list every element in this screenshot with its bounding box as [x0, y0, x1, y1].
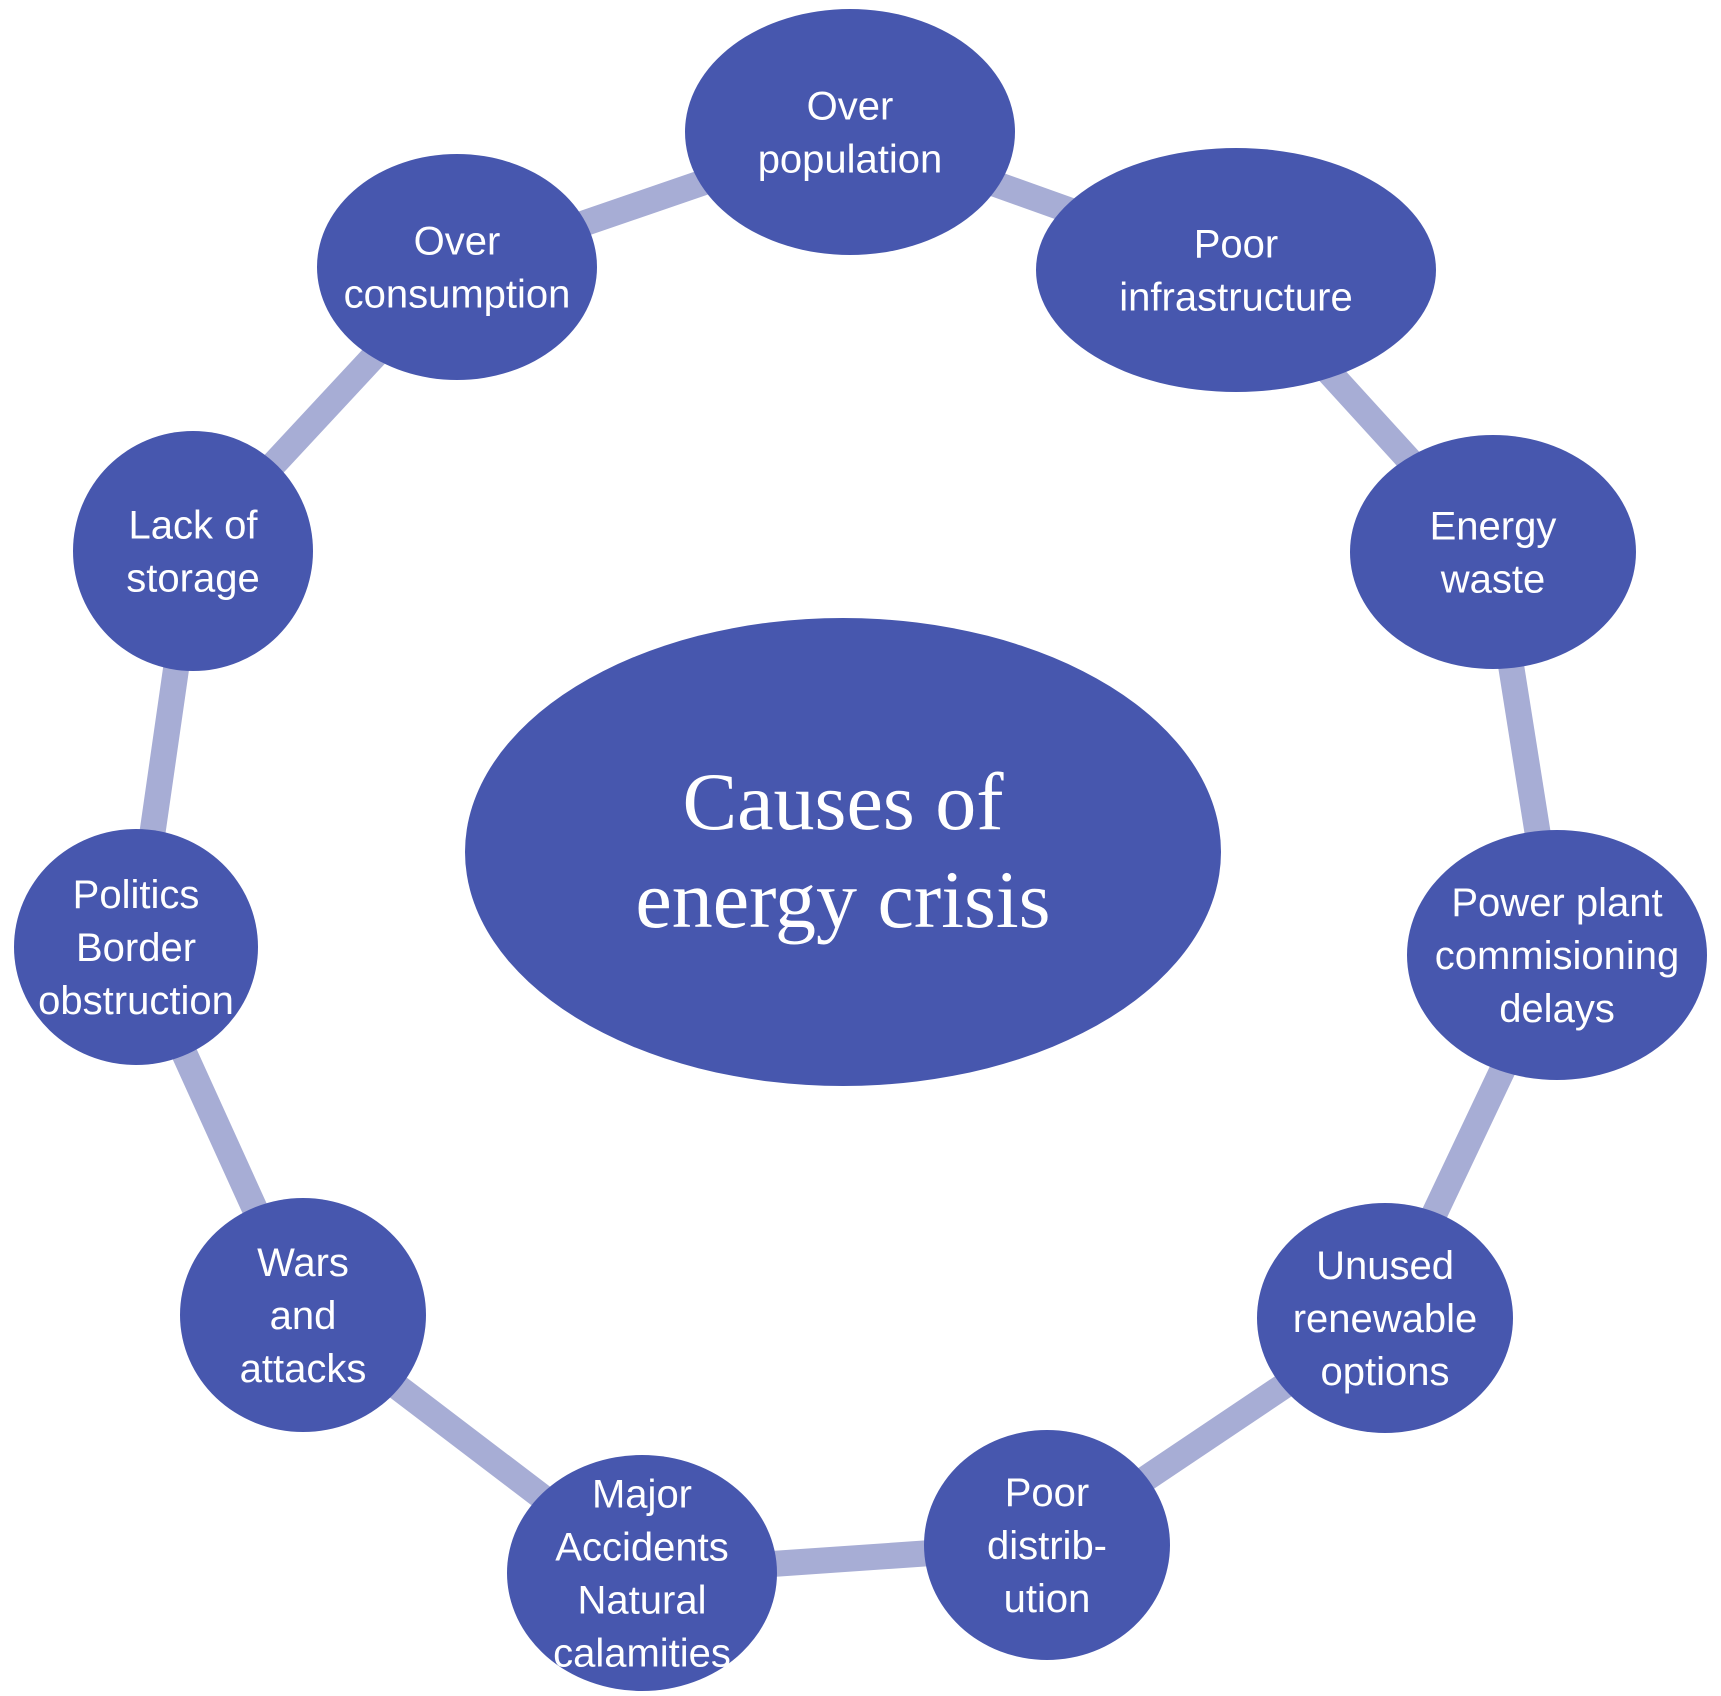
node-shape	[1036, 148, 1436, 392]
node-label-line: distrib-	[987, 1524, 1107, 1568]
node-label-line: delays	[1499, 987, 1615, 1031]
node-label-line: consumption	[344, 273, 571, 317]
node-label-line: storage	[126, 557, 259, 601]
node-poor-distribution: Poor distrib-ution	[924, 1430, 1170, 1660]
node-lack-of-storage: Lack of storage	[73, 431, 313, 671]
node-label-line: Major	[592, 1473, 692, 1517]
center-title-line: energy crisis	[635, 854, 1050, 945]
node-label-line: and	[270, 1294, 337, 1338]
node-over-population: Over population	[685, 9, 1015, 255]
node-shape	[73, 431, 313, 671]
node-label-line: attacks	[240, 1347, 367, 1391]
node-label-line: Politics	[73, 873, 200, 917]
node-label-line: ution	[1004, 1577, 1091, 1621]
node-label-line: Poor	[1194, 223, 1279, 267]
center-shape	[465, 618, 1221, 1086]
node-shape	[924, 1430, 1170, 1660]
node-label-line: Lack of	[129, 504, 259, 548]
node-power-plant-commissioning-delays: Power plant commisioning delays	[1407, 830, 1707, 1080]
node-shape	[507, 1455, 777, 1691]
node-wars-and-attacks: Wars and attacks	[180, 1198, 426, 1432]
node-label-line: Accidents	[555, 1526, 728, 1570]
node-unused-renewable-options: Unused renewable options	[1257, 1203, 1513, 1433]
node-label-line: Energy	[1430, 505, 1557, 549]
node-label-line: Power plant	[1451, 881, 1662, 925]
center-title-line: Causes of	[682, 756, 1004, 847]
node-label-line: Natural	[578, 1579, 707, 1623]
node-shape	[1407, 830, 1707, 1080]
node-poor-infrastructure: Poor infrastructure	[1036, 148, 1436, 392]
node-shape	[1257, 1203, 1513, 1433]
node-label-line: calamities	[553, 1632, 731, 1676]
node-label-line: obstruction	[38, 979, 234, 1023]
node-shape	[317, 154, 597, 380]
node-shape	[180, 1198, 426, 1432]
node-shape	[1350, 435, 1636, 669]
node-label-line: Unused	[1316, 1244, 1454, 1288]
node-label-line: renewable	[1293, 1297, 1478, 1341]
node-over-consumption: Over consumption	[317, 154, 597, 380]
node-label-line: Wars	[257, 1241, 349, 1285]
node-shape	[14, 829, 258, 1065]
node-label-line: Over	[807, 85, 894, 129]
node-label-line: Border	[76, 926, 196, 970]
node-label-line: infrastructure	[1119, 276, 1352, 320]
node-shape	[685, 9, 1015, 255]
node-label-line: commisioning	[1435, 934, 1680, 978]
node-label-line: Over	[414, 220, 501, 264]
node-label-line: Poor	[1005, 1471, 1090, 1515]
node-label-line: population	[758, 138, 943, 182]
node-energy-waste: Energy waste	[1350, 435, 1636, 669]
node-label-line: options	[1321, 1350, 1450, 1394]
node-label-line: waste	[1440, 558, 1546, 602]
